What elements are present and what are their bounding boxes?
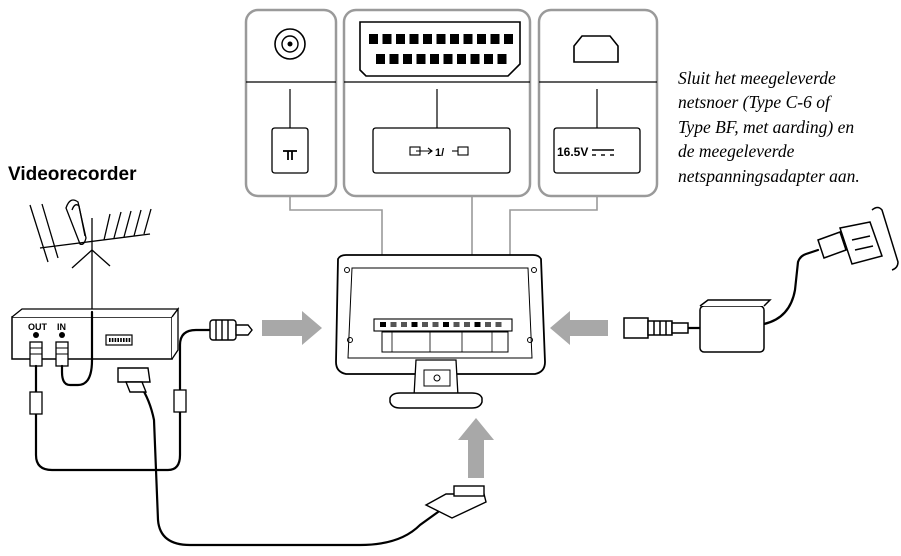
pin bbox=[125, 338, 128, 342]
pin bbox=[464, 322, 470, 327]
video-recorder: OUT IN bbox=[11, 307, 180, 367]
instruction-line-3: Type BF, met aarding) en bbox=[678, 116, 855, 137]
pin bbox=[380, 322, 386, 327]
tv-scart-plug-icon bbox=[424, 485, 487, 519]
pin bbox=[376, 54, 385, 64]
pin bbox=[416, 54, 426, 64]
pin bbox=[120, 338, 122, 342]
antenna-socket-icon bbox=[274, 28, 306, 60]
scart-symbol-label: 1/ bbox=[435, 147, 444, 159]
pin bbox=[369, 34, 378, 44]
instruction-line-1: Sluit het meegeleverde bbox=[678, 68, 836, 88]
power-instruction-text: Sluit het meegeleverde netsnoer (Type C-… bbox=[678, 66, 898, 188]
dc-socket-icon bbox=[573, 35, 619, 63]
pin bbox=[123, 338, 125, 342]
scart-socket-icon bbox=[359, 21, 521, 77]
pin bbox=[432, 322, 439, 327]
antenna-symbol-icon bbox=[283, 150, 297, 160]
antenna-panel bbox=[244, 8, 338, 198]
pin bbox=[422, 322, 428, 327]
pin bbox=[436, 34, 446, 44]
recorder-title: Videorecorder bbox=[8, 164, 137, 185]
pin bbox=[443, 54, 453, 64]
antenna-icon bbox=[29, 199, 152, 312]
pin bbox=[423, 34, 432, 44]
pin bbox=[477, 34, 486, 44]
pin bbox=[497, 54, 507, 64]
pin bbox=[390, 322, 397, 327]
pin bbox=[128, 338, 131, 342]
pin bbox=[463, 34, 473, 44]
grey-arrows bbox=[262, 311, 608, 478]
pin bbox=[490, 34, 500, 44]
arrow-up-icon bbox=[458, 418, 494, 478]
pin bbox=[474, 322, 481, 327]
pin bbox=[114, 338, 117, 342]
cables bbox=[34, 248, 820, 547]
pin bbox=[389, 54, 399, 64]
coax-plug-icon bbox=[209, 319, 253, 341]
pin bbox=[485, 322, 491, 327]
pin bbox=[495, 322, 502, 327]
pin bbox=[430, 54, 439, 64]
instruction-line-5: netspanningsadapter aan. bbox=[678, 165, 860, 186]
pin bbox=[470, 54, 480, 64]
power-adapter-icon bbox=[623, 299, 772, 353]
pin bbox=[382, 34, 392, 44]
pin bbox=[111, 338, 114, 342]
vcr-in-label: IN bbox=[57, 322, 66, 332]
pin bbox=[484, 54, 493, 64]
pin bbox=[409, 34, 419, 44]
pin bbox=[396, 34, 405, 44]
dc-symbol-icon bbox=[592, 149, 614, 156]
arrow-right-icon bbox=[262, 311, 322, 345]
instruction-line-4: de meegeleverde bbox=[678, 141, 795, 162]
pin bbox=[403, 54, 412, 64]
power-voltage-label: 16.5V bbox=[557, 145, 588, 159]
power-panel: 16.5V bbox=[537, 8, 659, 198]
arrow-left-icon bbox=[550, 311, 608, 345]
wall-plug-icon bbox=[817, 206, 899, 271]
pin bbox=[457, 54, 466, 64]
ferrite-core-2 bbox=[173, 389, 187, 413]
pin bbox=[401, 322, 407, 327]
ferrite-core-1 bbox=[29, 391, 43, 415]
instruction-line-2: netsnoer (Type C-6 of bbox=[678, 92, 830, 113]
vcr-scart-plug-icon bbox=[117, 367, 151, 393]
pin bbox=[450, 34, 459, 44]
vcr-out-label: OUT bbox=[28, 322, 48, 332]
tv-back-illustration bbox=[335, 254, 546, 409]
scart-input-icon bbox=[409, 146, 433, 156]
pin bbox=[109, 338, 111, 342]
scart-output-icon bbox=[452, 146, 469, 156]
pin bbox=[453, 322, 460, 327]
scart-panel: 1/ bbox=[342, 8, 532, 198]
pin bbox=[117, 338, 119, 342]
pin bbox=[443, 322, 449, 327]
pin bbox=[504, 34, 513, 44]
pin bbox=[411, 322, 418, 327]
